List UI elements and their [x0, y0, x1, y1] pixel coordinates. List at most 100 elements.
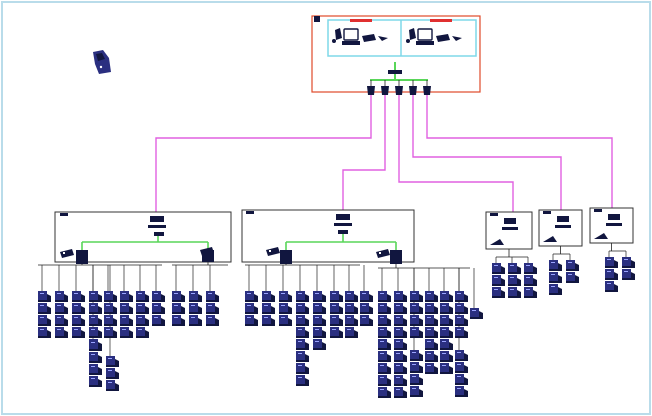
device-glare: [138, 305, 142, 306]
core-site-corner-mark: [314, 16, 320, 22]
terminal-device-icon: [378, 303, 391, 314]
terminal-device-icon: [360, 291, 373, 302]
device-screen: [89, 352, 98, 361]
terminal-device-icon: [455, 327, 468, 338]
device-screen: [72, 315, 81, 324]
terminal-device-icon: [72, 327, 85, 338]
device-base: [492, 296, 505, 298]
device-screen: [172, 291, 181, 300]
device-glare: [332, 293, 336, 294]
device-glare: [154, 317, 158, 318]
device-base: [508, 272, 521, 274]
core-port-5-icon: [423, 86, 431, 95]
device-glare: [138, 329, 142, 330]
terminal-device-icon: [410, 291, 423, 302]
device-base: [89, 361, 102, 363]
device-base: [455, 359, 468, 361]
device-screen: [410, 315, 419, 324]
device-screen: [566, 260, 575, 269]
device-base: [313, 336, 326, 338]
device-screen: [106, 368, 115, 377]
terminal-device-icon: [279, 315, 292, 326]
server-rack-icon: [93, 50, 111, 74]
core-mouse: [406, 39, 410, 43]
device-glare: [551, 274, 555, 275]
device-glare: [624, 271, 628, 272]
device-screen: [425, 351, 434, 360]
device-glare: [442, 329, 446, 330]
core-monitor: [343, 28, 359, 41]
device-glare: [427, 353, 431, 354]
device-glare: [396, 353, 400, 354]
device-glare: [108, 358, 112, 359]
device-screen: [206, 291, 215, 300]
device-screen: [345, 291, 354, 300]
device-screen: [313, 315, 322, 324]
device-screen: [330, 315, 339, 324]
device-screen: [55, 315, 64, 324]
terminal-device-icon: [360, 315, 373, 326]
device-glare: [91, 366, 95, 367]
device-base: [89, 336, 102, 338]
terminal-device-icon: [206, 291, 219, 302]
device-glare: [412, 352, 416, 353]
device-base: [189, 300, 202, 302]
uplink-line-3: [398, 95, 514, 212]
device-screen: [394, 351, 403, 360]
terminal-device-icon: [72, 315, 85, 326]
device-screen: [262, 303, 271, 312]
device-glare: [281, 293, 285, 294]
device-glare: [442, 293, 446, 294]
device-base: [38, 312, 51, 314]
device-screen: [524, 287, 533, 296]
device-glare: [108, 382, 112, 383]
device-glare: [247, 317, 251, 318]
device-screen: [152, 291, 161, 300]
device-screen: [136, 303, 145, 312]
device-glare: [281, 317, 285, 318]
device-glare: [57, 305, 61, 306]
device-glare: [106, 317, 110, 318]
device-screen: [120, 315, 129, 324]
terminal-device-icon: [313, 315, 326, 326]
terminal-device-icon: [524, 275, 537, 286]
device-screen: [136, 327, 145, 336]
device-base: [104, 324, 117, 326]
device-glare: [347, 329, 351, 330]
device-base: [622, 266, 635, 268]
terminal-device-icon: [120, 327, 133, 338]
device-glare: [315, 305, 319, 306]
device-screen: [425, 327, 434, 336]
device-screen: [549, 272, 558, 281]
device-glare: [607, 271, 611, 272]
device-glare: [40, 293, 44, 294]
device-base: [120, 324, 133, 326]
device-glare: [347, 317, 351, 318]
device-glare: [174, 305, 178, 306]
device-screen: [394, 327, 403, 336]
server-cluster-icon: [406, 28, 462, 45]
device-glare: [57, 293, 61, 294]
terminal-device-icon: [492, 287, 505, 298]
terminal-device-icon: [120, 315, 133, 326]
device-screen: [566, 272, 575, 281]
device-glare: [74, 305, 78, 306]
site-left-server: [150, 216, 164, 222]
terminal-device-icon: [136, 303, 149, 314]
device-glare: [281, 305, 285, 306]
device-screen: [136, 291, 145, 300]
terminal-device-icon: [508, 287, 521, 298]
device-glare: [442, 365, 446, 366]
device-screen: [440, 303, 449, 312]
device-base: [172, 312, 185, 314]
device-glare: [494, 289, 498, 290]
terminal-device-icon: [394, 339, 407, 350]
device-screen: [455, 374, 464, 383]
terminal-device-icon: [378, 327, 391, 338]
device-base: [360, 324, 373, 326]
device-screen: [440, 315, 449, 324]
device-base: [89, 385, 102, 387]
device-base: [296, 360, 309, 362]
device-screen: [38, 315, 47, 324]
device-base: [394, 336, 407, 338]
